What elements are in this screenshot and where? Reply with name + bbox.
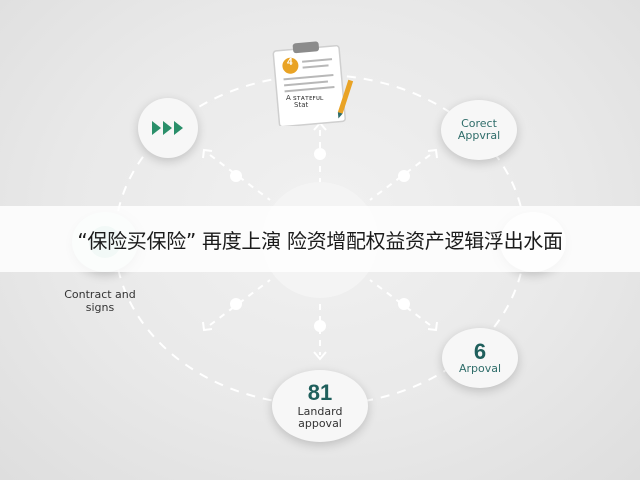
- clipboard-badge: [282, 57, 299, 74]
- node-fast-forward: [138, 98, 198, 158]
- node-label-line1: Landard: [297, 405, 343, 418]
- arrow-down-icon: [313, 351, 327, 361]
- node-arpoval: 6 Arpoval: [442, 328, 518, 388]
- clipboard-caption-line2: Stat: [294, 101, 309, 109]
- node-corect-appvral: Corect Appvral: [441, 100, 517, 160]
- fast-forward-icon: [152, 121, 183, 135]
- dot: [398, 298, 410, 310]
- node-label: Arpoval: [458, 362, 502, 375]
- headline-banner: “保险买保险” 再度上演 险资增配权益资产逻辑浮出水面: [0, 206, 640, 272]
- pencil-icon: [337, 79, 354, 114]
- dot: [230, 170, 242, 182]
- clipboard-badge-number: 4: [287, 57, 293, 68]
- node-number: 81: [307, 380, 333, 405]
- node-label-line2: Appvral: [457, 129, 501, 142]
- node-label-line1: Corect: [461, 117, 497, 130]
- left-label-line2: signs: [85, 301, 115, 314]
- node-number: 6: [473, 339, 487, 364]
- node-label-line2: appoval: [298, 417, 342, 430]
- dot: [314, 148, 326, 160]
- node-landard-appoval: 81 Landard appoval: [272, 370, 368, 442]
- arrow-upright-icon: [427, 148, 438, 159]
- clipboard-caption: A ꜱᴛᴀᴛᴇꜰᴜʟ Stat: [286, 95, 323, 109]
- headline-text: “保险买保险” 再度上演 险资增配权益资产逻辑浮出水面: [77, 228, 563, 253]
- dot: [398, 170, 410, 182]
- clipboard-icon: [272, 41, 354, 126]
- arrow-downleft-icon: [202, 321, 213, 332]
- left-label-line1: Contract and: [64, 288, 136, 301]
- clipboard-caption-line1: A ꜱᴛᴀᴛᴇꜰᴜʟ: [286, 94, 324, 102]
- arrow-upleft-icon: [202, 148, 213, 159]
- left-label: Contract and signs: [52, 288, 148, 314]
- dot: [314, 320, 326, 332]
- arrow-downright-icon: [427, 321, 438, 332]
- dot: [230, 298, 242, 310]
